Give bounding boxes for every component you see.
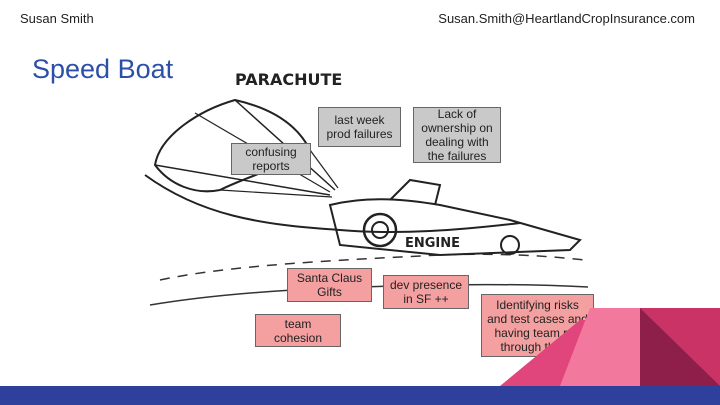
note-dev-presence: dev presence in SF ++ [383,275,469,309]
engine-wheel [362,212,398,248]
presenter-email: Susan.Smith@HeartlandCropInsurance.com [438,11,695,26]
note-team-cohesion: team cohesion [255,314,341,347]
note-last-week-prod-failures: last week prod failures [318,107,401,147]
note-santa-claus-gifts: Santa Claus Gifts [287,268,372,302]
parachute-label: PARACHUTE [235,70,342,89]
presenter-name: Susan Smith [20,11,94,26]
rear-wheel [500,235,520,255]
decorative-corner-shapes [500,308,720,386]
water-wave-top [144,174,521,234]
note-confusing-reports: confusing reports [231,143,311,175]
slide-title: Speed Boat [32,54,174,84]
bottom-bar [0,386,720,405]
water-wave-bottom [159,253,586,281]
engine-label: ENGINE [405,236,460,251]
boat-hull [328,198,582,257]
note-lack-of-ownership: Lack of ownership on dealing with the fa… [413,107,501,163]
